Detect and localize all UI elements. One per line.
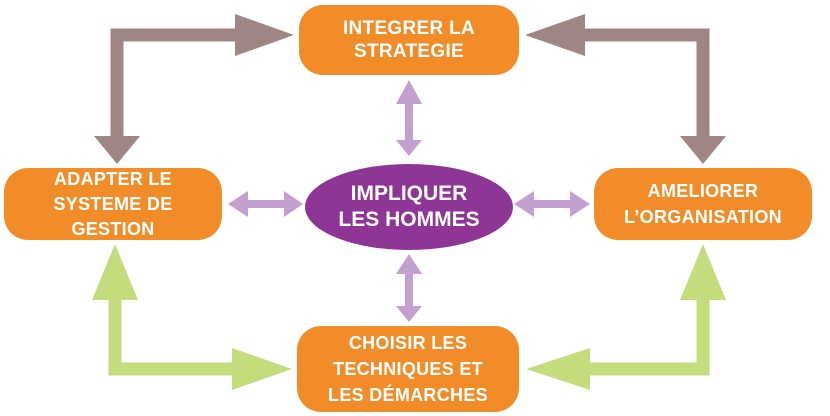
node-impliquer-les-hommes: IMPLIQUER LES HOMMES (305, 164, 513, 250)
arrow-left-top (94, 14, 294, 164)
arrow-left-bottom (92, 244, 292, 390)
node-ameliorer-l-organisation: AMELIORER L’ORGANISATION (594, 168, 812, 240)
node-choisir-les-techniques: CHOISIR LES TECHNIQUES ET LES DÉMARCHES (297, 326, 519, 412)
arrow-top-right (525, 14, 726, 164)
arrow-center-top (396, 80, 422, 156)
node-adapter-le-systeme-de-gestion: ADAPTER LE SYSTEME DE GESTION (4, 168, 222, 240)
node-integrer-la-strategie: INTEGRER LA STRATEGIE (299, 5, 519, 75)
arrow-center-bottom (396, 254, 422, 322)
arrow-right-bottom (526, 244, 726, 390)
arrow-center-left (228, 191, 303, 217)
arrow-center-right (514, 191, 590, 217)
